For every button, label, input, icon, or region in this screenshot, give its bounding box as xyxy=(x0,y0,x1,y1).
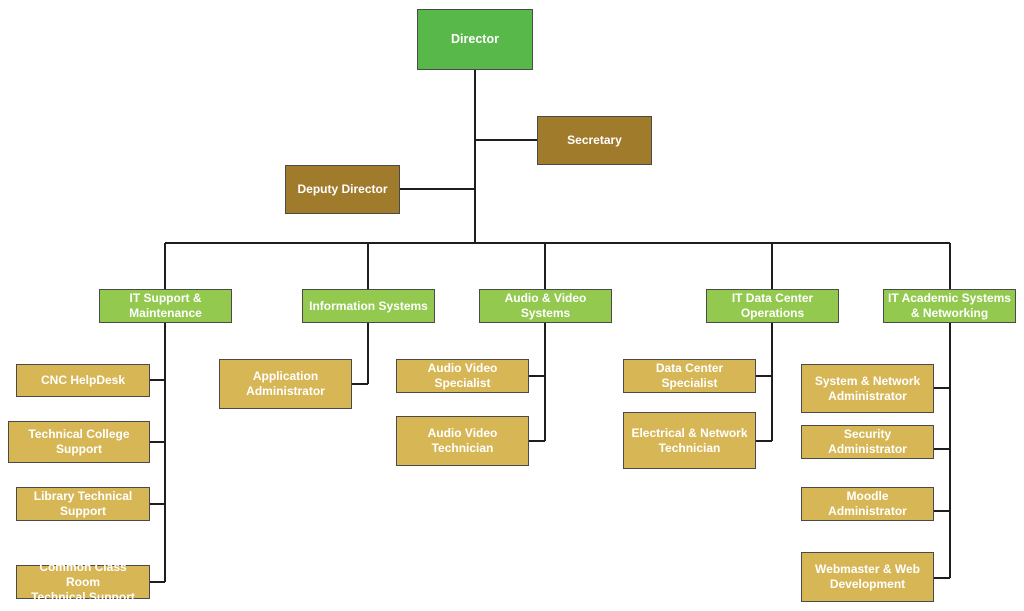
dept-information-systems: Information Systems xyxy=(302,289,435,323)
role-electrical-network-technician: Electrical & Network Technician xyxy=(623,412,756,469)
role-system-network-administrator: System & Network Administrator xyxy=(801,364,934,413)
role-common-class-room-technical-support: Common Class Room Technical Support xyxy=(16,560,150,604)
role-moodle-administrator: Moodle Administrator xyxy=(801,487,934,521)
role-technical-college-support: Technical College Support xyxy=(8,421,150,463)
role-webmaster-web-development: Webmaster & Web Development xyxy=(801,552,934,602)
role-application-administrator: Application Administrator xyxy=(219,359,352,409)
dept-it-data-center-operations: IT Data Center Operations xyxy=(706,289,839,323)
role-security-administrator: Security Administrator xyxy=(801,425,934,459)
node-director: Director xyxy=(417,9,533,70)
role-library-technical-support: Library Technical Support xyxy=(16,487,150,521)
role-audio-video-specialist: Audio Video Specialist xyxy=(396,359,529,393)
role-audio-video-technician: Audio Video Technician xyxy=(396,416,529,466)
dept-it-academic-systems-networking: IT Academic Systems & Networking xyxy=(883,289,1016,323)
role-cnc-helpdesk: CNC HelpDesk xyxy=(16,364,150,397)
dept-audio-video-systems: Audio & Video Systems xyxy=(479,289,612,323)
dept-it-support-maintenance: IT Support & Maintenance xyxy=(99,289,232,323)
node-deputy-director: Deputy Director xyxy=(285,165,400,214)
role-data-center-specialist: Data Center Specialist xyxy=(623,359,756,393)
node-secretary: Secretary xyxy=(537,116,652,165)
